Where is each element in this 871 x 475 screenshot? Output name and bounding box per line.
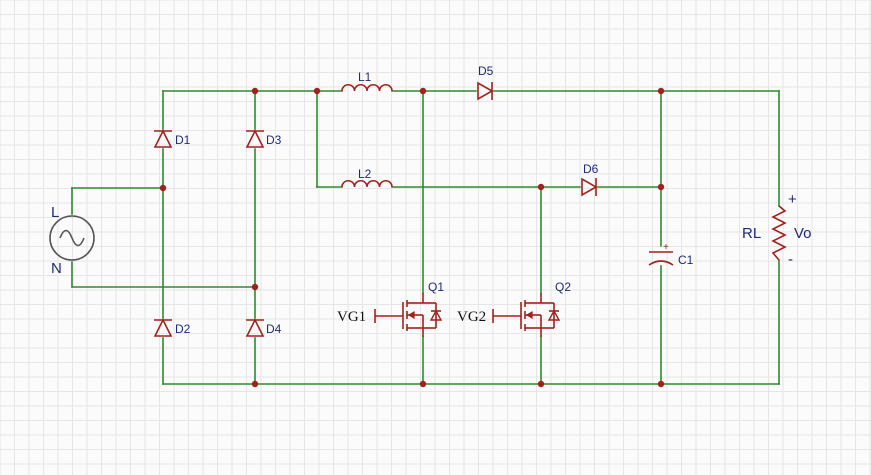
wires <box>71 90 780 385</box>
vg2-label: VG2 <box>457 309 486 325</box>
d5-label: D5 <box>478 64 494 78</box>
load-resistor-rl[interactable] <box>771 205 787 261</box>
ac-source[interactable] <box>49 215 95 261</box>
junction-node <box>419 380 427 388</box>
output-minus-label: - <box>788 251 793 268</box>
junction-node <box>419 87 427 95</box>
output-plus-label: + <box>788 191 797 208</box>
d4-label: D4 <box>266 322 282 336</box>
d6-label: D6 <box>583 162 599 176</box>
diode-d3[interactable] <box>245 129 265 148</box>
l1-label: L1 <box>358 70 372 84</box>
junction-nodes <box>159 87 665 388</box>
junction-node <box>537 380 545 388</box>
rl-label: RL <box>742 225 761 242</box>
junction-node <box>657 183 665 191</box>
sine-wave-icon <box>59 229 85 247</box>
d1-label: D1 <box>175 133 191 147</box>
junction-node <box>251 87 259 95</box>
junction-node <box>159 184 167 192</box>
diode-d6[interactable] <box>581 177 598 197</box>
d2-label: D2 <box>175 322 191 336</box>
diode-d1[interactable] <box>153 129 173 148</box>
mosfet-q1[interactable] <box>374 293 443 337</box>
diode-d2[interactable] <box>153 318 173 337</box>
neutral-terminal-label: N <box>51 260 62 277</box>
q1-label: Q1 <box>428 280 444 294</box>
junction-node <box>313 87 321 95</box>
inductor-l1[interactable] <box>341 83 393 92</box>
q2-label: Q2 <box>555 280 571 294</box>
mosfet-q2[interactable] <box>492 293 561 337</box>
d3-label: D3 <box>266 133 282 147</box>
junction-node <box>537 183 545 191</box>
capacitor-plus-sign: + <box>663 242 669 253</box>
c1-label: C1 <box>678 253 694 267</box>
capacitor-c1[interactable] <box>648 251 674 266</box>
diode-d5[interactable] <box>477 81 494 101</box>
inductor-l2[interactable] <box>341 179 393 188</box>
vo-label: Vo <box>794 225 812 242</box>
junction-node <box>251 283 259 291</box>
junction-node <box>251 380 259 388</box>
l2-label: L2 <box>358 167 372 181</box>
line-terminal-label: L <box>51 204 59 221</box>
junction-node <box>657 87 665 95</box>
junction-node <box>657 380 665 388</box>
vg1-label: VG1 <box>337 309 366 325</box>
diode-d4[interactable] <box>245 318 265 337</box>
